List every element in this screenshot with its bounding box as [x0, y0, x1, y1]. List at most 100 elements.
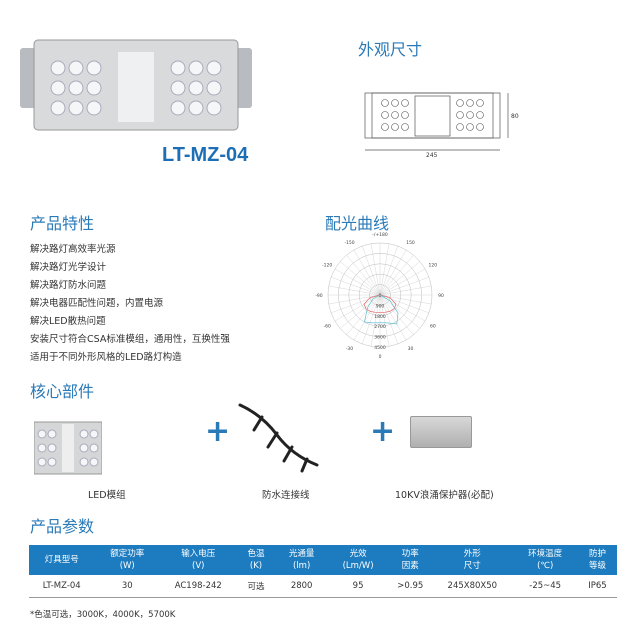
angle-tick-label: -30: [346, 346, 353, 352]
dim-width: 245: [426, 152, 438, 158]
feature-item: 解决路灯光学设计: [30, 262, 107, 273]
params-table: 灯具型号 额定功率 (W) 输入电压(V) 色温 (K) 光通量 (lm) 光效 (Lm/W) 功率…: [29, 545, 617, 598]
column-header-text: 额定功率: [110, 549, 145, 559]
feature-item: 解决LED散热问题: [30, 316, 106, 327]
table-cell: 可选: [236, 575, 276, 598]
column-header-text: (lm): [292, 561, 311, 571]
feature-item: 安装尺寸符合CSA标准模组，通用性，互换性强: [30, 334, 230, 345]
feature-item: 解决路灯高效率光源: [30, 244, 116, 255]
table-cell: LT-MZ-04: [29, 575, 95, 598]
dimensions-heading: 外观尺寸: [358, 40, 423, 59]
column-header-text: 功率: [401, 549, 419, 559]
grid-spoke: [379, 246, 398, 296]
angle-tick-label: -60: [323, 324, 330, 330]
angle-tick-label: -120: [322, 263, 332, 269]
grid-spoke: [362, 294, 381, 344]
angle-tick-label: -/+180: [372, 232, 388, 238]
grid-spoke: [379, 294, 420, 329]
grid-spoke: [353, 249, 381, 296]
grid-spoke: [353, 294, 381, 341]
column-header-text: 防护: [588, 549, 606, 559]
part-label: 10KV浪涌保护器(必配): [395, 490, 494, 501]
column-header: 输入电压(V): [159, 545, 237, 575]
angle-tick-label: 30: [408, 346, 414, 352]
column-header-text: 尺寸: [463, 561, 481, 571]
grid-spoke: [334, 268, 381, 296]
grid-spoke: [379, 243, 390, 296]
grid-spoke: [379, 294, 398, 344]
grid-spoke: [379, 277, 429, 296]
column-header-text: (℃): [537, 561, 554, 571]
grid-spoke: [379, 294, 390, 347]
column-header-text: 光效: [349, 549, 367, 559]
column-header-text: 色温: [247, 549, 265, 559]
series-curve-C0: [363, 294, 397, 313]
features-heading: 产品特性: [30, 214, 95, 233]
column-header-text: 外形: [463, 549, 481, 559]
column-header: 额定功率 (W): [94, 545, 160, 575]
part-label: LED模组: [88, 490, 126, 501]
part-label: 防水连接线: [262, 490, 310, 501]
radial-tick-label: 4500: [374, 345, 386, 351]
column-header-text: (W): [119, 561, 135, 571]
table-cell: 245X80X50: [432, 575, 513, 598]
grid-spoke: [379, 268, 426, 296]
grid-spoke: [340, 261, 381, 296]
column-header: 环境温度 (℃): [512, 545, 578, 575]
grid-spoke: [362, 246, 381, 296]
grid-spoke: [379, 255, 414, 296]
column-header-text: 光通量: [288, 549, 315, 559]
column-header: 灯具型号: [29, 545, 95, 575]
column-header: 防护等级: [577, 545, 617, 575]
angle-tick-label: -90: [315, 293, 322, 299]
grid-spoke: [379, 249, 407, 296]
angle-tick-label: 0: [379, 354, 382, 360]
series-curve-C90: [363, 294, 399, 325]
column-header: 光效 (Lm/W): [327, 545, 389, 575]
plus-icon: +: [205, 414, 231, 449]
model-title: LT-MZ-04: [162, 144, 249, 166]
grid-spoke: [379, 294, 432, 305]
waterproof-cable-image: [238, 403, 319, 473]
table-cell: IP65: [577, 575, 617, 598]
angle-tick-label: 120: [429, 263, 438, 269]
table-cell: 30: [94, 575, 160, 598]
grid-spoke: [379, 285, 432, 296]
column-header-text: 因素: [401, 561, 419, 571]
feature-list: 解决路灯高效率光源 解决路灯光学设计 解决路灯防水问题 解决电器匹配性问题，内置…: [30, 241, 230, 367]
column-header-text: 环境温度: [528, 549, 563, 559]
table-cell: 2800: [275, 575, 328, 598]
plus-icon: +: [370, 414, 396, 449]
core-parts-heading: 核心部件: [30, 382, 95, 401]
grid-spoke: [328, 294, 381, 305]
column-header: 色温 (K): [236, 545, 276, 575]
table-cell: >0.95: [388, 575, 433, 598]
radial-tick-label: 900: [376, 303, 385, 309]
light-curve-heading: 配光曲线: [325, 214, 390, 233]
column-header-text: (K): [249, 561, 263, 571]
column-header-text: (Lm/W): [342, 561, 374, 571]
grid-spoke: [331, 277, 381, 296]
grid-spoke: [379, 294, 407, 341]
led-module-photo: [20, 39, 252, 131]
column-header: 功率因素: [388, 545, 433, 575]
table-cell: AC198-242: [159, 575, 237, 598]
feature-item: 解决路灯防水问题: [30, 280, 107, 291]
grid-spoke: [370, 294, 381, 347]
grid-spoke: [331, 294, 381, 313]
column-header-text: 灯具型号: [44, 555, 79, 565]
table-cell: -25~45: [512, 575, 578, 598]
surge-protector-image: [410, 416, 472, 448]
radial-tick-label: 0: [379, 293, 382, 299]
radial-tick-label: 1800: [374, 314, 386, 320]
dimension-drawing: 245 80: [364, 92, 519, 158]
params-heading: 产品参数: [30, 517, 95, 536]
footnote: *色温可选，3000K，4000K，5700K: [30, 610, 176, 620]
angle-tick-label: 150: [406, 240, 415, 246]
radial-tick-label: 3600: [374, 335, 386, 341]
feature-item: 适用于不同外形风格的LED路灯构造: [30, 352, 182, 363]
grid-spoke: [379, 261, 420, 296]
angle-tick-label: -150: [344, 240, 354, 246]
